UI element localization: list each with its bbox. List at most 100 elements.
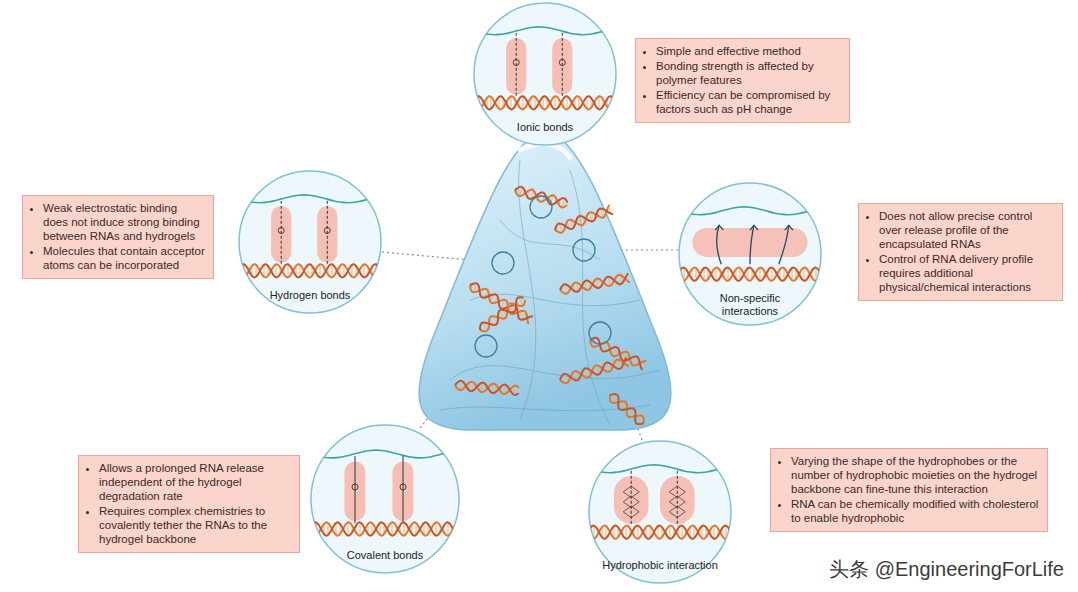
zoom-circle [239, 171, 381, 313]
linker [516, 33, 517, 97]
base-pair [288, 264, 289, 278]
base-pair [364, 264, 365, 278]
rna-strand [310, 522, 460, 535]
base-pair [728, 267, 729, 281]
bullet-text: Efficiency can be compromised by factors… [656, 88, 841, 116]
interaction-circle: Covalent bonds [310, 424, 460, 574]
watermark: 头条 @EngineeringForLife [829, 556, 1064, 583]
rna-strand [455, 381, 519, 395]
functional-group [400, 484, 406, 490]
base-pair [448, 522, 449, 536]
base-pair [348, 522, 349, 536]
bullet-list: Weak electrostatic binding does not indu… [29, 201, 205, 272]
base-pair [479, 96, 480, 110]
base-pair [511, 96, 512, 110]
zoom-circle [589, 441, 731, 583]
base-pair [816, 267, 817, 281]
base-pair [332, 264, 333, 278]
bullet-list: Does not allow precise control over rele… [865, 209, 1054, 294]
rna-helix [473, 96, 617, 110]
rna-helix [310, 522, 460, 536]
interaction-circle: Ionic bonds [473, 2, 617, 146]
rna-strand [555, 208, 613, 230]
base-pair [590, 528, 591, 536]
linker [327, 201, 328, 265]
base-pair [566, 203, 568, 206]
polymer-network [440, 160, 660, 425]
interaction-sketch [588, 465, 732, 539]
release-arrow [717, 225, 722, 264]
rna-helix [610, 394, 644, 424]
hydrogel-backbone [310, 450, 460, 458]
linker [355, 456, 356, 523]
zoom-markers [475, 196, 611, 357]
rna-strand [560, 360, 629, 384]
polymer-chain [470, 294, 640, 306]
functional-group [352, 484, 358, 490]
base-pair [567, 96, 568, 110]
rna-strand [560, 357, 626, 380]
rna-helix [238, 264, 382, 278]
base-pair [360, 522, 361, 536]
rna-helix [588, 525, 732, 539]
polymer-chain [570, 170, 610, 425]
binding-site [506, 38, 526, 95]
hydrophobe-ring [623, 506, 639, 518]
base-pair [684, 267, 685, 281]
hydrogel-backbone [588, 465, 732, 473]
base-pair [804, 267, 805, 281]
rna-helix [560, 357, 629, 383]
rna-strand [473, 96, 617, 109]
interaction-circle: Non-specific interactions [678, 182, 822, 326]
base-pair [599, 96, 600, 110]
base-pair [772, 267, 773, 281]
hydrogel-backbone [238, 195, 382, 203]
arrowhead [785, 225, 793, 230]
rna-strand [480, 297, 523, 330]
functional-group [278, 227, 284, 233]
hydrogel-backbone [473, 27, 617, 35]
base-pair [820, 272, 821, 276]
bullet-text: Requires complex chemistries to covalent… [99, 504, 291, 546]
rna-strand [588, 526, 732, 539]
linker [281, 201, 282, 265]
bullet-text: Allows a prolonged RNA release independe… [99, 461, 291, 503]
linker [562, 33, 563, 97]
interaction-sketch [678, 207, 822, 281]
bullet-text: Bonding strength is affected by polymer … [656, 59, 841, 87]
interaction-sketch [310, 450, 460, 536]
note-box: Weak electrostatic binding does not indu… [22, 195, 214, 279]
rna-strand [560, 273, 628, 291]
base-pair [760, 267, 761, 281]
note-box: Allows a prolonged RNA release independe… [78, 455, 300, 553]
base-pair [555, 96, 556, 110]
arrowhead [715, 225, 723, 230]
interaction-sketch [473, 27, 617, 110]
rna-strand [480, 300, 525, 331]
interaction-label: Hydrogen bonds [252, 289, 368, 302]
base-pair [475, 99, 476, 107]
rna-strand [588, 526, 732, 539]
zoom-circle [679, 183, 821, 325]
interaction-label: Hydrophobic interaction [602, 559, 718, 572]
functional-group [324, 227, 330, 233]
interaction-circle: Hydrophobic interaction [588, 440, 732, 584]
release-arrow [750, 225, 754, 264]
base-pair [240, 267, 241, 275]
bullet-text: Weak electrostatic binding does not indu… [43, 201, 205, 243]
hydrogel-backbone [678, 207, 822, 215]
note-box: Simple and effective methodBonding stren… [635, 38, 850, 123]
base-pair [670, 525, 671, 539]
binding-site [317, 206, 337, 263]
base-pair [615, 101, 616, 105]
base-pair [436, 522, 437, 536]
base-pair [626, 525, 627, 539]
release-arrow [779, 225, 789, 264]
interaction-label: Ionic bonds [487, 121, 603, 134]
bullet-text: RNA can be chemically modified with chol… [791, 497, 1039, 525]
rna-strand [610, 394, 644, 424]
base-pair [312, 525, 313, 533]
rna-strand [455, 382, 519, 394]
base-pair [523, 96, 524, 110]
note-box: Does not allow precise control over rele… [858, 203, 1063, 301]
